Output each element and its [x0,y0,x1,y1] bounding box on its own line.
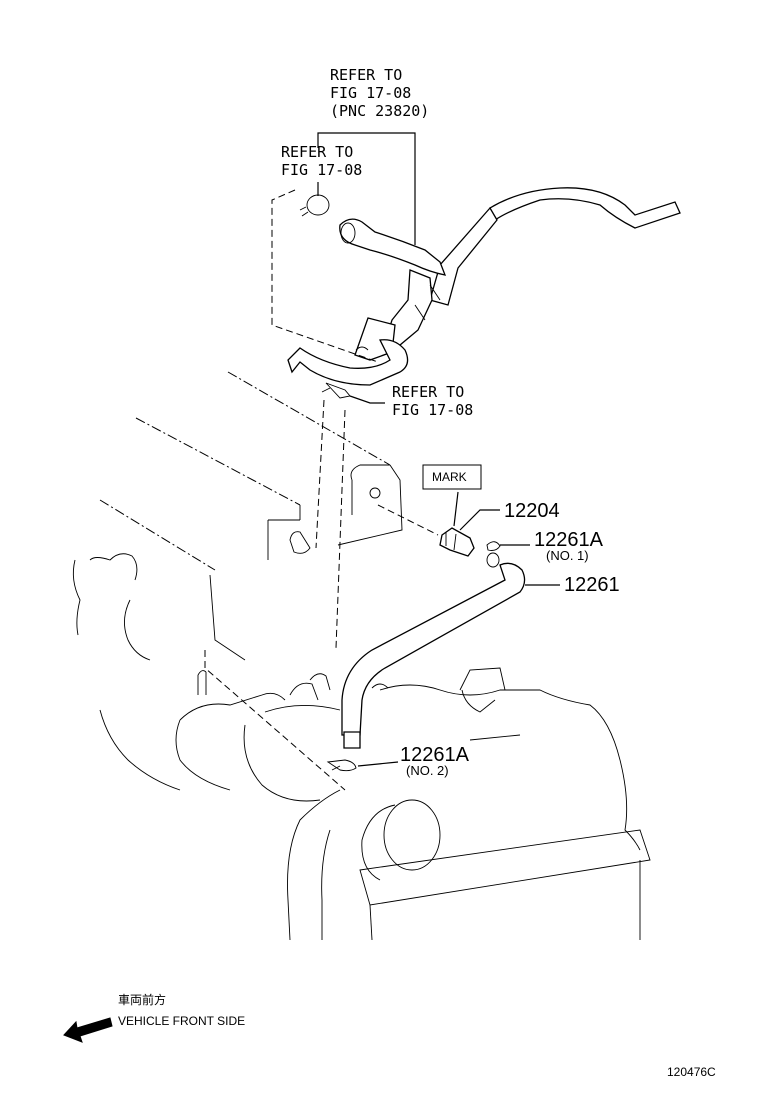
engine-centerline-1 [227,371,391,466]
dashed-valve-path [377,504,439,536]
reference-lines [271,132,439,649]
clamp-no1 [486,541,501,551]
junction-clamp [355,346,369,351]
cleaner-boss-base [461,689,496,713]
part-number-12261a-no2: 12261A [400,744,470,766]
part-number-12204: 12204 [504,500,560,522]
clip-upper [325,382,351,399]
manifold-body [243,724,321,802]
cleaner-boss [459,667,506,691]
dashed-main-path [335,409,346,649]
part-number-12261: 12261 [564,574,620,596]
refer-low-line2: FIG 17-08 [392,401,473,419]
refer-mid-line2: FIG 17-08 [281,161,362,179]
hose-end-lower [343,731,361,749]
part-number-12261a-no1-sub: (NO. 1) [546,548,589,563]
cover-edge-right [337,464,403,546]
lower-elbow-hose [287,339,409,386]
dashed-grommet-path [271,189,379,363]
clip-upper-tick [321,387,331,393]
bracket-top [317,132,416,245]
junction-detail [414,284,441,321]
engine-left-contour-2 [89,553,138,581]
cleaner-flange [359,829,651,906]
clamp-no2-tick [331,765,341,771]
mark-box [422,464,482,490]
figure-id: 120476C [667,1065,716,1079]
bolt-hole [369,487,381,499]
refer-top-line3: (PNC 23820) [330,102,429,120]
cleaner-left-inner [321,829,331,940]
engine-outline [72,371,403,802]
part-number-12261a-no2-sub: (NO. 2) [406,763,449,778]
cleaner-flange-edge [369,904,373,941]
sensor-cap [197,670,207,676]
grommet-ticks [299,206,309,217]
cleaner-left-outer [287,789,341,941]
manifold-top [179,692,286,721]
pipe-descent [429,206,498,306]
pipe-stub-1 [289,682,319,701]
refer-top-line1: REFER TO [330,66,402,84]
refer-top-line2: FIG 17-08 [330,84,411,102]
pipe-stub-2 [309,673,331,691]
engine-inner-edge [209,574,246,661]
mark-label: MARK [432,470,467,484]
cleaner-top [379,684,621,761]
engine-centerline-3 [99,499,216,571]
leader-12261a-no2 [357,761,399,767]
top-pipe [489,187,681,229]
legend-japanese: 車両前方 [118,992,166,1007]
vehicle-front-legend: 車両前方 VEHICLE FRONT SIDE [63,992,245,1043]
engine-left-contour-3 [124,599,151,661]
refer-low-line1: REFER TO [392,383,464,401]
engine-left-contour-1 [72,559,81,636]
manifold-left [175,719,231,791]
pcv-valve-ribs [445,532,457,551]
engine-centerline-2 [135,417,301,506]
hose-upper-left [339,218,447,276]
air-cleaner-outline [287,667,651,941]
clamp-no2 [326,759,357,772]
hose-end-upper [340,222,356,244]
cleaner-rib [469,734,521,741]
hose-port-flange [371,683,389,689]
cover-edge-left [267,505,301,560]
hose-12261 [341,562,526,736]
pcv-valve-12204 [439,527,475,557]
leader-12204 [459,509,500,531]
leader-mark [453,491,459,527]
cover-nipple [289,531,311,554]
upper-hose-assembly [287,187,681,386]
manifold-ridge [264,705,341,713]
engine-left-contour-4 [99,709,181,791]
cover-top-right [350,464,390,481]
legend-english: VEHICLE FRONT SIDE [118,1014,245,1028]
refer-mid-line1: REFER TO [281,143,353,161]
cleaner-port-rim [361,804,396,881]
callout-labels: REFER TO FIG 17-08 (PNC 23820) REFER TO … [281,66,620,778]
cleaner-port [383,799,441,871]
dashed-clamp2-path [204,650,346,791]
hose-end-valve [486,552,500,568]
pcv-valve-group [204,491,560,791]
leader-clip-upper [349,395,385,404]
part-number-12261a-no1: 12261A [534,529,604,551]
cleaner-right [619,759,641,851]
dashed-clip-path [315,399,325,549]
sensor-stem [197,672,207,695]
grommet-top [306,194,330,216]
arrow-left-down-icon [63,1017,113,1043]
